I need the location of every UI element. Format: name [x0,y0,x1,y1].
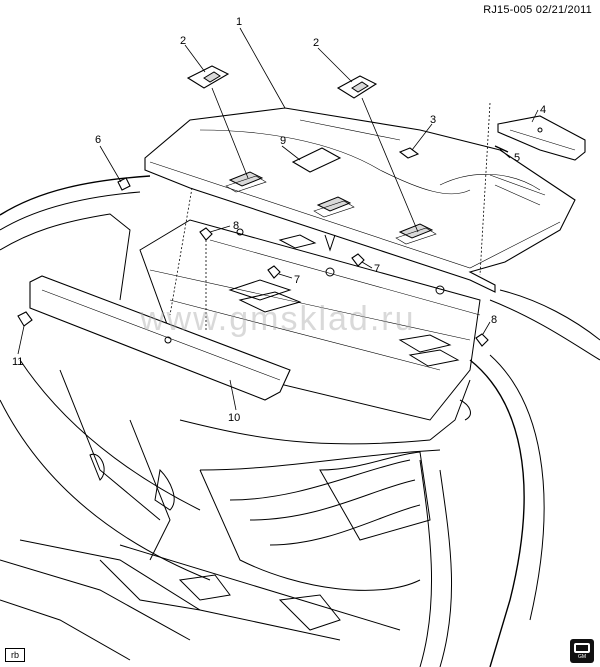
part-10-lower-trim-panel [29,275,291,401]
part-5-screw [494,145,509,153]
callout-5: 5 [514,152,520,164]
part-4-bracket [497,115,586,161]
leader-lines [17,27,539,411]
body-structure [0,175,600,667]
part-8-push-pin-right [475,333,489,347]
callout-7-left: 7 [294,274,300,286]
part-7-fastener-right [351,253,365,267]
part-7-fastener-left [267,265,281,279]
part-2-clip-right [336,75,378,99]
diagram-reference-code: RJ15-005 02/21/2011 [483,4,592,16]
part-8-push-pin-left [199,227,213,241]
callout-labels: 1 2 2 3 4 5 6 7 7 8 8 9 10 11 [12,16,546,424]
part-3-retainer [398,147,420,159]
callout-1: 1 [236,16,242,28]
callout-3: 3 [430,114,436,126]
callout-11: 11 [12,356,23,368]
gm-logo-icon: GM [570,639,594,663]
callout-7-right: 7 [374,263,380,275]
corner-tag: rb [5,648,26,662]
callout-10: 10 [228,412,240,424]
part-1-rear-window-panel [144,107,576,293]
part-9-label [291,147,342,173]
part-6-grommet [117,177,131,191]
callout-8-left: 8 [233,220,239,232]
callout-2-left: 2 [180,35,186,47]
callout-9: 9 [280,135,286,147]
part-11-grommet [17,311,33,327]
callout-4: 4 [540,104,546,116]
callout-6: 6 [95,134,101,146]
callout-8-right: 8 [491,314,497,326]
part-2-clip-left [186,65,230,89]
callout-2-right: 2 [313,37,319,49]
